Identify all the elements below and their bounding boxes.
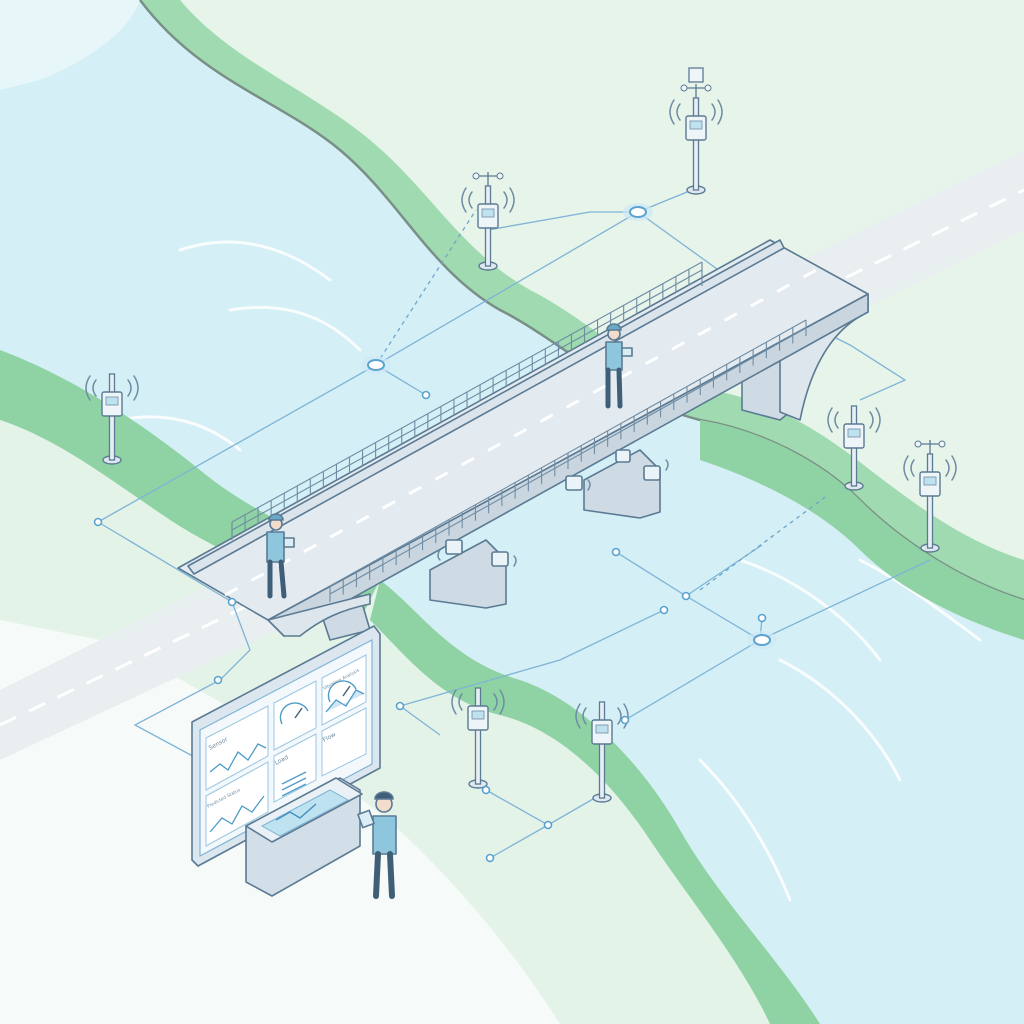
operator-worker bbox=[357, 791, 397, 899]
network-nodes bbox=[93, 203, 777, 863]
network-node-4 bbox=[93, 517, 103, 527]
water-left bbox=[0, 0, 140, 90]
sensor-pole-3 bbox=[85, 373, 139, 465]
gauge-2 bbox=[327, 680, 357, 703]
bars-chart bbox=[281, 771, 307, 797]
grass-edge-lower bbox=[370, 580, 820, 1024]
network-node-10 bbox=[659, 605, 669, 615]
dashboard-gauges bbox=[279, 680, 357, 725]
grass-bank-upper bbox=[140, 0, 1024, 600]
bridge-sensor-5 bbox=[615, 449, 631, 463]
dashboard-charts bbox=[209, 689, 365, 833]
anemometer-icon bbox=[684, 84, 708, 98]
sensor-pole-7 bbox=[575, 701, 629, 803]
abutment-near bbox=[267, 593, 371, 637]
network-node-2 bbox=[361, 356, 391, 374]
wifi-signal-icon bbox=[582, 707, 587, 725]
wifi-signal-icon bbox=[910, 459, 915, 477]
wifi-signal-icon bbox=[468, 191, 473, 209]
network-node-12 bbox=[620, 715, 630, 725]
weather-station-icon bbox=[688, 67, 704, 83]
network-node-5 bbox=[227, 597, 237, 607]
area-chart-1 bbox=[325, 689, 365, 713]
sensor-pole-5 bbox=[903, 440, 957, 553]
wifi-signal-icon bbox=[834, 411, 839, 429]
worker-on-bridge-far bbox=[605, 323, 633, 409]
sensor-pole-4 bbox=[827, 405, 881, 491]
bridge bbox=[177, 239, 869, 641]
water-ripples bbox=[118, 240, 982, 902]
wifi-signal-icon bbox=[676, 103, 681, 121]
sensor-poles bbox=[85, 67, 957, 803]
network-node-15 bbox=[485, 853, 495, 863]
gauge-1 bbox=[279, 702, 309, 725]
worker-on-bridge-near bbox=[266, 513, 295, 599]
network-node-3 bbox=[421, 390, 431, 400]
road-near bbox=[0, 560, 300, 760]
line-chart-1 bbox=[209, 743, 267, 773]
network-node-9 bbox=[747, 631, 777, 649]
grass-bank-right bbox=[700, 420, 1024, 640]
wifi-signal-icon bbox=[458, 693, 463, 711]
network-node-8 bbox=[611, 547, 621, 557]
sensor-pole-2 bbox=[669, 67, 723, 195]
line-chart-2 bbox=[209, 795, 265, 833]
monitoring-dashboard: Sensor Vibration Analysis Load Predicted… bbox=[191, 625, 381, 897]
bridge-sensor-1 bbox=[437, 539, 463, 561]
anemometer-icon bbox=[476, 172, 500, 186]
bridge-sensor-4 bbox=[643, 459, 669, 481]
network-node-6 bbox=[213, 675, 223, 685]
network-node-13 bbox=[395, 701, 405, 711]
railing-near-posts bbox=[329, 320, 807, 602]
network-node-11 bbox=[757, 613, 767, 623]
network-node-1 bbox=[623, 203, 653, 221]
network-node-14 bbox=[543, 820, 553, 830]
sensor-pole-6 bbox=[451, 687, 505, 789]
bridge-sensors bbox=[437, 449, 669, 567]
sensor-pole-1 bbox=[461, 172, 515, 271]
network-node-7 bbox=[681, 591, 691, 601]
wifi-signal-icon bbox=[92, 379, 97, 397]
bridge-sensor-3 bbox=[565, 475, 591, 491]
railing-far-posts bbox=[231, 262, 703, 538]
anemometer-icon bbox=[918, 440, 942, 454]
bridge-sensor-2 bbox=[491, 551, 517, 567]
network-node-16 bbox=[481, 785, 491, 795]
